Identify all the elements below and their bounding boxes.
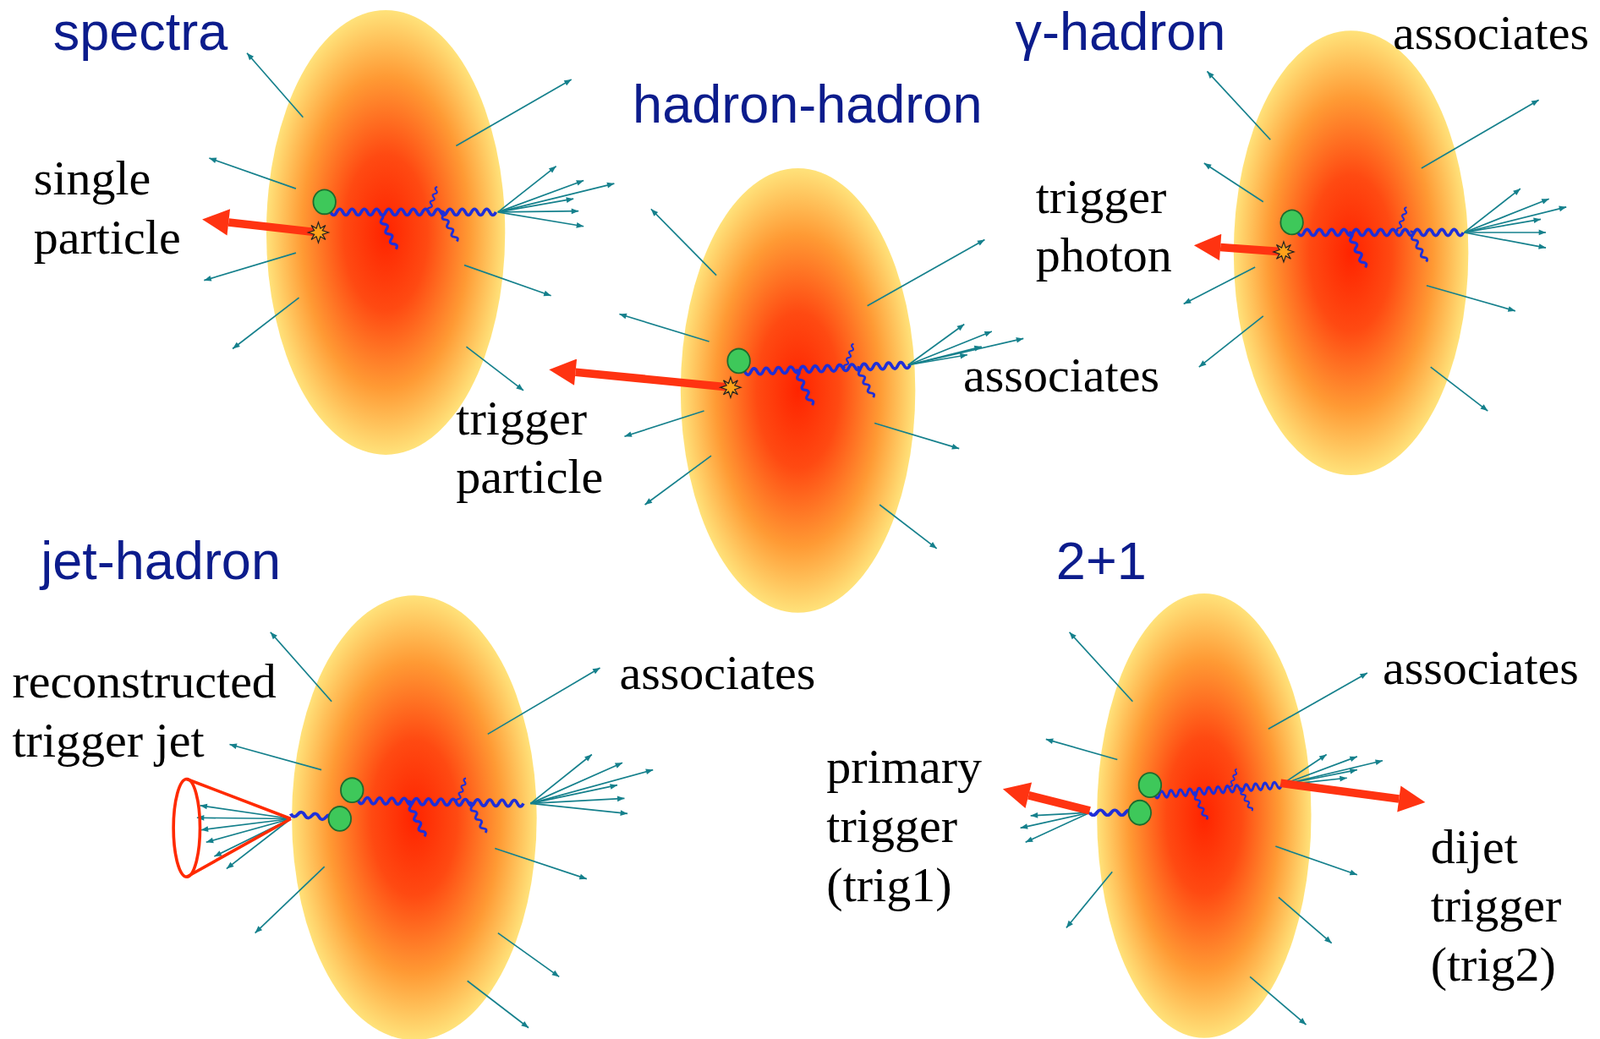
annotation-label: associates bbox=[1392, 3, 1590, 63]
annotation-label: trigger particle bbox=[455, 389, 625, 507]
medium-ellipse bbox=[1096, 593, 1311, 1039]
annotation-label: primary trigger (trig1) bbox=[826, 737, 995, 915]
jet-cone bbox=[173, 778, 291, 877]
annotation-label: trigger photon bbox=[1035, 167, 1190, 285]
panel-title: jet-hadron bbox=[40, 530, 281, 592]
annotation-label: single particle bbox=[33, 148, 198, 267]
medium-ellipse bbox=[291, 595, 537, 1039]
annotation-label: reconstructed trigger jet bbox=[11, 652, 293, 770]
partons bbox=[312, 189, 1303, 832]
annotation-label: associates bbox=[963, 345, 1160, 406]
panel-title: γ-hadron bbox=[1015, 0, 1227, 62]
particle-arrows bbox=[197, 53, 1567, 1029]
panel-title: hadron-hadron bbox=[632, 73, 982, 135]
trigger-arrows bbox=[228, 222, 1399, 811]
panel-title: spectra bbox=[53, 0, 229, 62]
annotation-label: associates bbox=[619, 643, 816, 703]
medium-ellipse bbox=[680, 168, 916, 614]
annotation-label: associates bbox=[1382, 638, 1579, 698]
panel-title: 2+1 bbox=[1056, 530, 1147, 592]
annotation-label: dijet trigger (trig2) bbox=[1430, 817, 1584, 995]
